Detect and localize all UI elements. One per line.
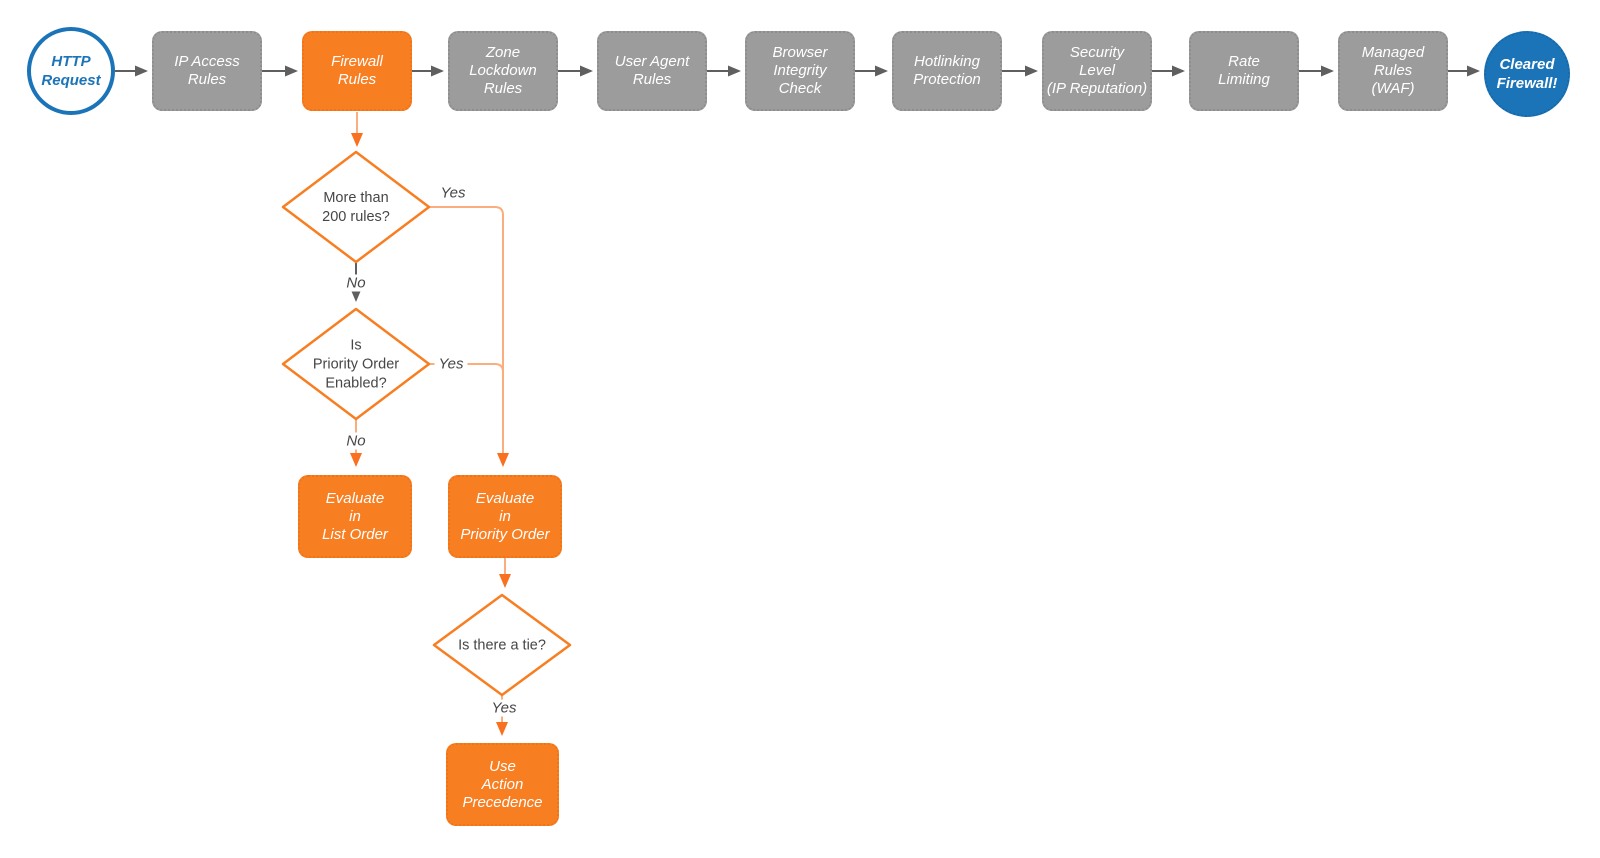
node-browser-integrity-check: Browser Integrity Check [745,31,855,111]
decision-label-is-there-a-tie: Is there a tie? [458,637,546,654]
node-zone-lockdown-rules: Zone Lockdown Rules [448,31,558,111]
node-rate-limiting: Rate Limiting [1189,31,1299,111]
node-label: Use Action Precedence [462,757,543,811]
node-label: Rate Limiting [1218,53,1270,88]
edge-decision-priority-yes-join [429,363,504,373]
edge-label-yes-tie: Yes [487,699,521,717]
node-label: HTTP Request [41,53,101,89]
node-use-action-precedence: Use Action Precedence [446,743,559,826]
node-managed-rules-waf: Managed Rules (WAF) [1338,31,1448,111]
node-evaluate-in-list-order: Evaluate in List Order [298,475,412,558]
decision-diamond-is-there-a-tie [432,593,572,697]
edge-decision-200-yes-to-evaluate-priority [429,206,509,467]
node-http-request: HTTP Request [27,27,115,115]
decision-diamond-more-than-200-rules [281,150,431,264]
node-cleared-firewall: Cleared Firewall! [1484,31,1570,117]
node-label: Evaluate in Priority Order [460,489,550,543]
edge-label-no-priority-enabled: No [342,432,370,450]
node-hotlinking-protection: Hotlinking Protection [892,31,1002,111]
node-label: IP Access Rules [174,53,240,88]
node-label: Zone Lockdown Rules [469,44,537,97]
decision-label-more-than-200-rules: More than 200 rules? [322,190,390,225]
node-label: User Agent Rules [614,53,690,88]
node-user-agent-rules: User Agent Rules [597,31,707,111]
node-label: Security Level (IP Reputation) [1046,44,1148,97]
node-evaluate-in-priority-order: Evaluate in Priority Order [448,475,562,558]
node-label: Evaluate in List Order [322,489,388,543]
decision-diamond-priority-order-enabled [281,307,431,421]
node-firewall-rules: Firewall Rules [302,31,412,111]
edge-label-yes-more-than-200: Yes [436,184,470,202]
node-security-level-ip-reputation: Security Level (IP Reputation) [1042,31,1152,111]
node-label: Cleared Firewall! [1496,56,1558,92]
node-label: Browser Integrity Check [772,44,828,97]
node-label: Firewall Rules [331,53,383,88]
edge-label-no-more-than-200: No [342,274,370,292]
node-ip-access-rules: IP Access Rules [152,31,262,111]
node-label: Hotlinking Protection [913,53,981,88]
node-label: Managed Rules (WAF) [1361,44,1425,97]
edge-label-yes-priority-enabled: Yes [434,355,468,373]
decision-label-priority-order-enabled: Is Priority Order Enabled? [312,337,400,392]
